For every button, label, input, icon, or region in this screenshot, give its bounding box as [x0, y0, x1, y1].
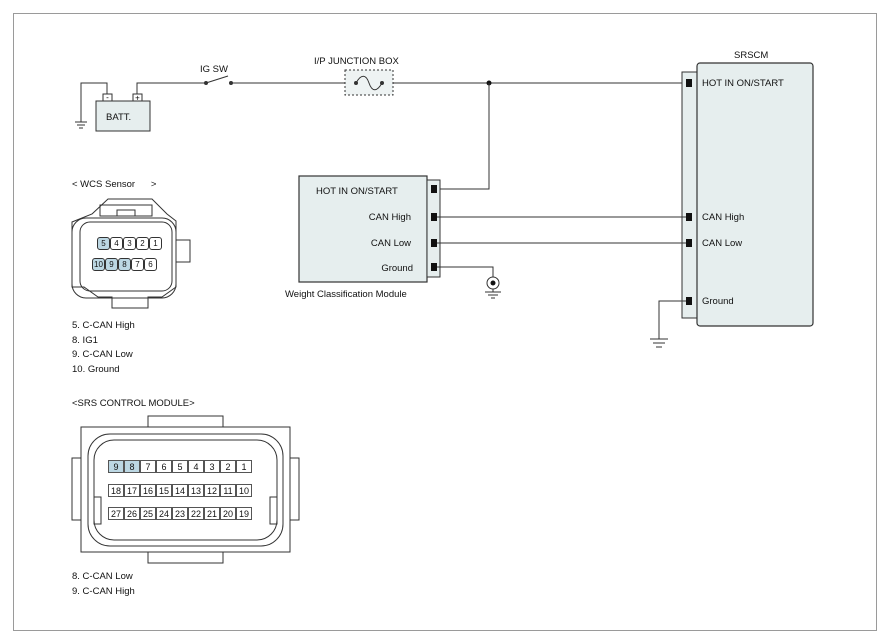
srs-pin-5: 5 — [172, 460, 188, 473]
wcs-pin-note: 5. C-CAN High — [72, 320, 135, 331]
wcs-pin-7: 7 — [131, 258, 144, 271]
srscm-pin-hot: HOT IN ON/START — [702, 78, 784, 89]
ig-switch-lever — [205, 75, 229, 84]
wcs-pin-6: 6 — [144, 258, 157, 271]
diagram-frame — [13, 13, 877, 631]
srscm-ground-wire — [658, 300, 686, 339]
battery-box — [95, 100, 151, 132]
wcs-pin-note: 8. IG1 — [72, 334, 98, 346]
svg-text:+: + — [135, 94, 140, 103]
srs-pin-6: 6 — [156, 460, 172, 473]
srs-pin-20: 20 — [220, 507, 236, 520]
srs-pin-note: 9. C-CAN High — [72, 586, 135, 597]
srscm-module — [696, 62, 814, 327]
srs-pin-8: 8 — [124, 460, 140, 473]
srs-pin-26: 26 — [124, 507, 140, 520]
wcs-pin-8: 8 — [118, 258, 131, 271]
wcs-sensor-connector — [71, 198, 191, 309]
srs-pin-2: 2 — [220, 460, 236, 473]
srs-pin-24: 24 — [156, 507, 172, 520]
junction-box-label: I/P JUNCTION BOX — [314, 56, 399, 67]
wcs-pin-note: 9. C-CAN Low — [72, 349, 133, 361]
srs-pin-10: 10 — [236, 484, 252, 497]
wcs-pin-9: 9 — [105, 258, 118, 271]
hot-feed-wire — [436, 83, 490, 190]
wcm-caption: Weight Classification Module — [285, 289, 407, 300]
wcm-pin-can-high: CAN High — [368, 212, 411, 223]
battery-ground-wire — [80, 82, 108, 122]
wcm-pin-can-low: CAN Low — [370, 238, 411, 249]
wcs-pin-3: 3 — [123, 237, 136, 250]
srscm-title: SRSCM — [734, 50, 769, 61]
wcs-sensor-title: < WCS Sensor > — [72, 179, 157, 190]
wcm-ground-wire — [437, 266, 494, 277]
srs-pin-note: 8. C-CAN Low — [72, 571, 133, 582]
srs-pin-23: 23 — [172, 507, 188, 520]
srs-pin-4: 4 — [188, 460, 204, 473]
srs-pin-19: 19 — [236, 507, 252, 520]
wcs-pin-4: 4 — [110, 237, 123, 250]
battery-label: BATT. — [106, 112, 132, 123]
srs-pin-18: 18 — [108, 484, 124, 497]
wcm-connector-strip — [426, 179, 441, 278]
wcm-pin-hot: HOT IN ON/START — [316, 186, 398, 197]
srscm-pin-ground: Ground — [702, 296, 734, 307]
srs-pin-17: 17 — [124, 484, 140, 497]
wcs-pin-1: 1 — [149, 237, 162, 250]
srs-pin-9: 9 — [108, 460, 124, 473]
srs-pin-3: 3 — [204, 460, 220, 473]
weight-classification-module — [298, 175, 428, 283]
srs-pin-15: 15 — [156, 484, 172, 497]
fuse-icon — [355, 75, 383, 91]
srs-pin-7: 7 — [140, 460, 156, 473]
wcs-pin-note: 10. Ground — [72, 364, 120, 376]
srs-pin-27: 27 — [108, 507, 124, 520]
svg-text:-: - — [106, 93, 109, 102]
wcs-pin-10: 10 — [92, 258, 105, 271]
wcm-pin-ground: Ground — [381, 263, 413, 274]
srs-pin-14: 14 — [172, 484, 188, 497]
srs-module-title: <SRS CONTROL MODULE> — [72, 398, 195, 409]
ig-switch-label: IG SW — [200, 64, 228, 75]
srs-pin-16: 16 — [140, 484, 156, 497]
wcs-pin-5: 5 — [97, 237, 110, 250]
srs-pin-21: 21 — [204, 507, 220, 520]
srs-pin-13: 13 — [188, 484, 204, 497]
srscm-pin-can-low: CAN Low — [702, 238, 743, 249]
srs-pin-12: 12 — [204, 484, 220, 497]
srs-pin-1: 1 — [236, 460, 252, 473]
srs-pin-11: 11 — [220, 484, 236, 497]
wcs-pin-2: 2 — [136, 237, 149, 250]
srs-control-module-connector — [71, 415, 300, 564]
srs-pin-22: 22 — [188, 507, 204, 520]
srscm-pin-can-high: CAN High — [702, 212, 745, 223]
srs-pin-25: 25 — [140, 507, 156, 520]
